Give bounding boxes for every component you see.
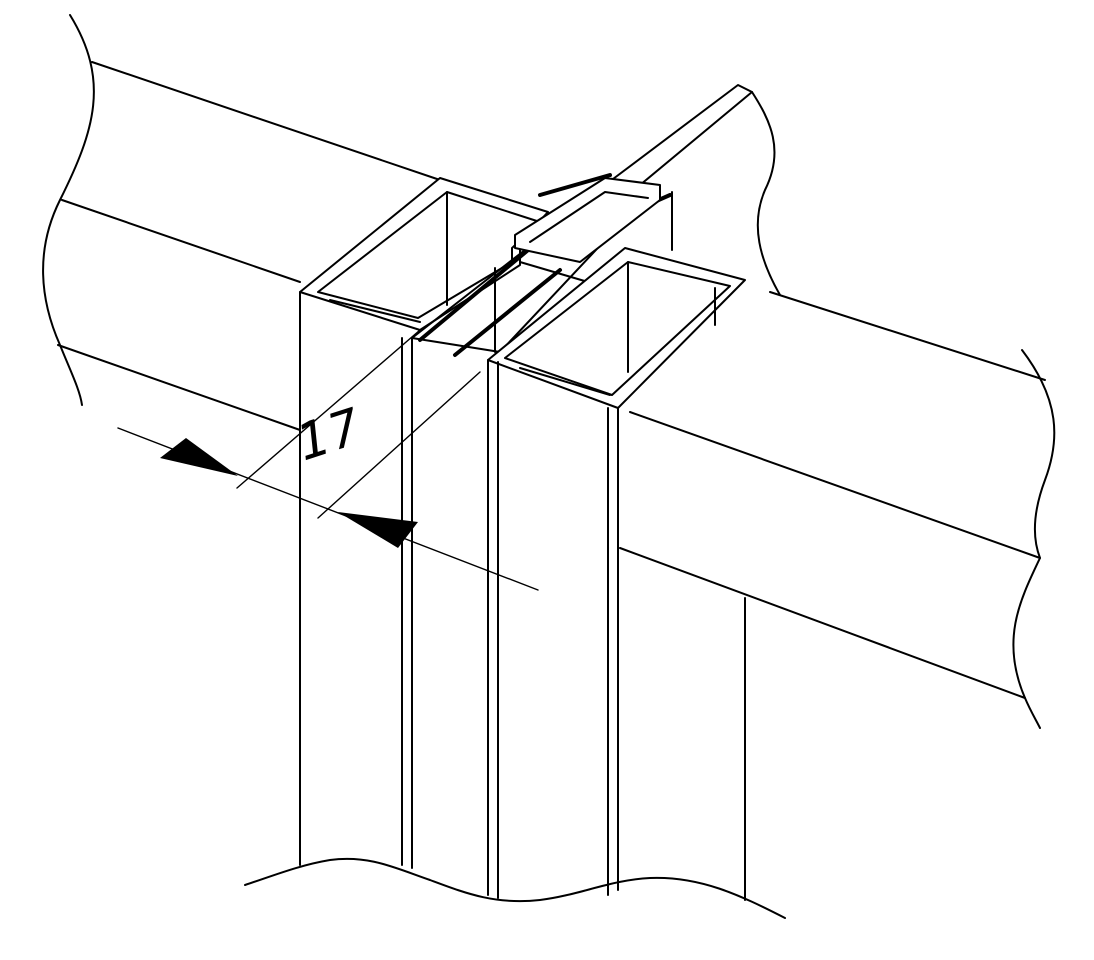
fin-top-edge xyxy=(604,84,753,186)
beam-left-bottom-edge xyxy=(57,344,301,431)
beam-left-break-line xyxy=(42,14,95,406)
fin-right-break xyxy=(751,91,781,296)
beam-right-top-back-edge xyxy=(769,291,1046,381)
insert-part-inner xyxy=(529,191,649,243)
left-tube xyxy=(299,177,549,869)
connector-groove-2 xyxy=(453,268,562,357)
beam-right-top-front-edge xyxy=(629,411,1041,559)
connector-groove-3 xyxy=(538,173,612,197)
insert-part xyxy=(514,177,661,263)
dimension-arrow-left xyxy=(160,438,238,476)
left-tube-top-rim xyxy=(299,177,549,331)
extension-line-left xyxy=(236,329,421,489)
right-tube-top-rim xyxy=(487,247,746,409)
horizontal-beam xyxy=(42,14,1056,729)
beam-right-break-line xyxy=(1012,349,1056,729)
dimension-arrow-right xyxy=(338,512,418,548)
dimension-annotation: 17 xyxy=(117,329,539,591)
right-tube-inner-wall-2 xyxy=(519,367,611,396)
beam-top-front-edge xyxy=(61,199,301,283)
right-tube-inner-opening xyxy=(504,261,731,396)
connector-inner-rail-2 xyxy=(519,261,589,283)
right-tube xyxy=(487,247,746,901)
left-tube-inner-wall-2 xyxy=(329,299,421,323)
connector-profile xyxy=(411,173,673,357)
beam-top-back-edge xyxy=(91,61,441,181)
extension-line-right xyxy=(317,371,481,519)
tubes-bottom-break-line xyxy=(244,857,786,919)
dimension-value-label: 17 xyxy=(295,395,362,474)
beam-right-bottom-edge xyxy=(619,547,1026,699)
connector-groove-1 xyxy=(418,234,547,342)
